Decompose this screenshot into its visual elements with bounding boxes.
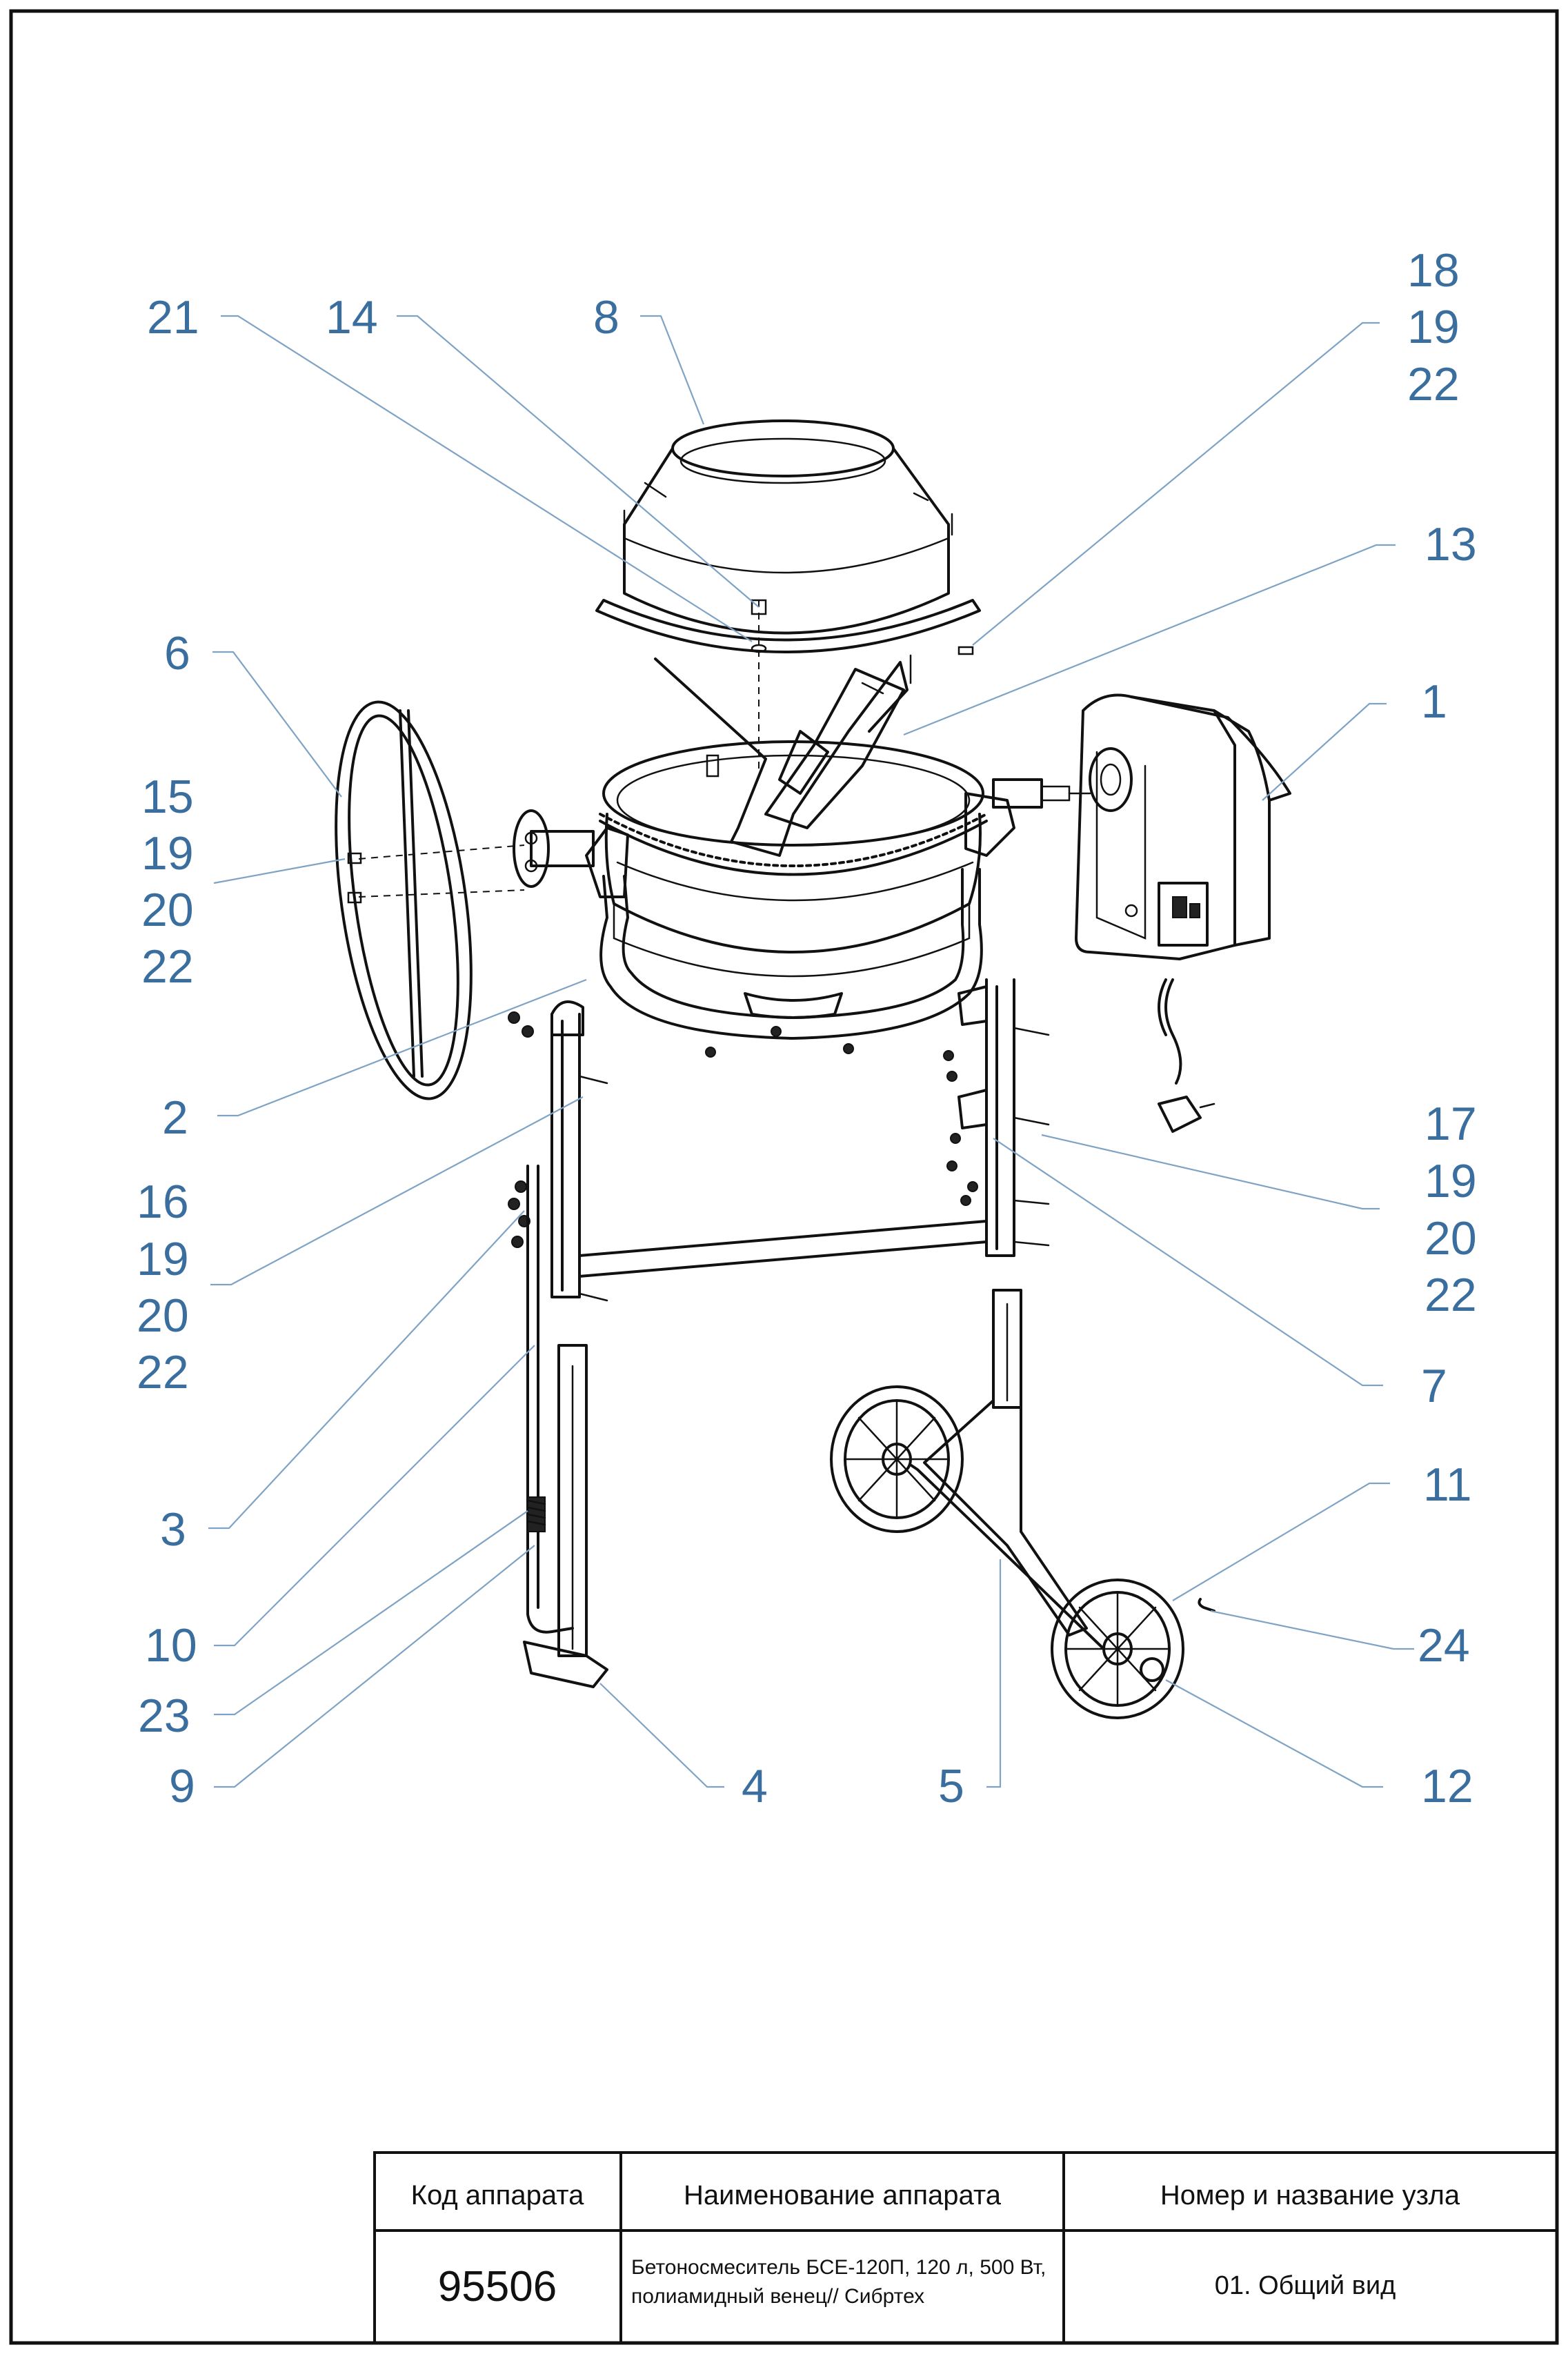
table-node-value: 01. Общий вид [1215, 2271, 1396, 2300]
lock-lever [526, 1165, 574, 1634]
callout-9: 9 [169, 1760, 195, 1812]
wheel-bolt-line-1 [358, 844, 525, 860]
bolt-18 [957, 646, 974, 655]
callout-20b: 20 [141, 884, 194, 936]
ring-gear [599, 813, 988, 867]
wheel-left [830, 1385, 964, 1533]
callout-19d: 19 [137, 1233, 189, 1285]
callout-3: 3 [160, 1503, 186, 1556]
table-name-line1: Бетоносмеситель БСЕ-120П, 120 л, 500 Вт, [631, 2256, 1046, 2279]
callout-13: 13 [1425, 518, 1477, 571]
drum-bottom [602, 740, 984, 1019]
table-code-value: 95506 [438, 2263, 557, 2311]
callout-22c: 22 [1425, 1269, 1477, 1321]
callout-18: 18 [1407, 244, 1460, 297]
callout-16: 16 [137, 1176, 189, 1228]
callout-2: 2 [162, 1091, 188, 1144]
callout-20d: 20 [137, 1289, 189, 1342]
callout-21: 21 [147, 291, 199, 344]
drawing-frame [9, 9, 1559, 2345]
callout-15: 15 [141, 771, 194, 823]
bolt-mid [706, 754, 720, 778]
callout-1: 1 [1421, 675, 1447, 728]
callout-5: 5 [938, 1760, 964, 1812]
washer-21 [751, 644, 767, 653]
callout-17: 17 [1425, 1098, 1477, 1150]
callout-12: 12 [1421, 1760, 1473, 1812]
callout-22d: 22 [137, 1346, 189, 1398]
bolt-15a [347, 852, 362, 864]
ring-gear-inner [599, 820, 988, 876]
motor-housing [1075, 693, 1291, 1133]
drum-top-cone [595, 419, 981, 653]
shaft-flange [513, 809, 595, 888]
wheel-bolt-line-2 [358, 889, 525, 898]
callout-6: 6 [164, 627, 190, 680]
callout-11: 11 [1423, 1458, 1472, 1511]
callout-19a: 19 [1407, 301, 1460, 353]
callout-20c: 20 [1425, 1212, 1477, 1265]
callout-8: 8 [593, 291, 619, 344]
bolt-14 [751, 599, 767, 615]
hand-wheel [335, 700, 473, 1100]
table-header-node: Номер и название узла [1160, 2180, 1460, 2210]
table-name-line2: полиамидный венец// Сибртех [631, 2285, 924, 2308]
mixing-blade [654, 654, 912, 857]
callout-7: 7 [1421, 1360, 1447, 1412]
callout-22b: 22 [141, 940, 194, 993]
frame-legs [550, 978, 1015, 1298]
support-yoke [585, 792, 1015, 1040]
callout-14: 14 [326, 291, 378, 344]
table-header-code: Код аппарата [411, 2180, 584, 2210]
callout-10: 10 [145, 1619, 197, 1672]
callout-4: 4 [742, 1760, 768, 1812]
callout-24: 24 [1418, 1619, 1470, 1672]
front-leg [523, 1344, 608, 1688]
bolt-15b [347, 891, 362, 904]
table-header-name: Наименование аппарата [684, 2180, 1002, 2210]
cotter-pin [1198, 1598, 1215, 1612]
callout-19b: 19 [141, 827, 194, 880]
callout-19c: 19 [1425, 1155, 1477, 1207]
title-block: Код аппарата Наименование аппарата Номер… [373, 2151, 1558, 2344]
callout-23: 23 [138, 1690, 190, 1742]
callout-numbers: 21 14 8 18 19 22 13 6 15 19 20 22 1 2 17… [137, 244, 1477, 1812]
leader-lines [208, 315, 1414, 1788]
fasteners [508, 1011, 1050, 1302]
callout-22a: 22 [1407, 358, 1460, 411]
wheel-right [1051, 1579, 1184, 1719]
